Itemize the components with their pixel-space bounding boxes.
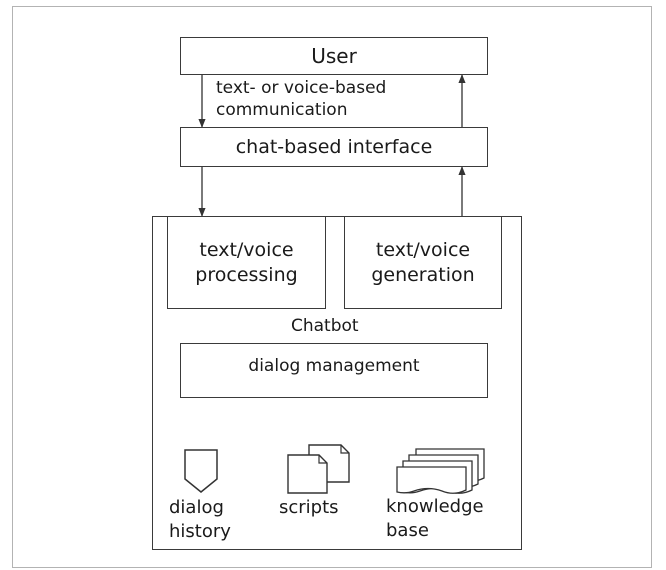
communication-label-line2: communication (216, 100, 348, 120)
generation-box: text/voice generation (344, 216, 502, 309)
dialog-history-label-line2: history (169, 521, 231, 542)
knowledge-base-icon (394, 446, 490, 496)
knowledge-base-label-line1: knowledge (386, 496, 484, 517)
processing-box: text/voice processing (167, 216, 326, 309)
figure-frame (12, 6, 652, 568)
scripts-label: scripts (279, 497, 339, 518)
dialog-management-box: dialog management (180, 343, 488, 398)
generation-label-line1: text/voice (375, 238, 471, 261)
chat-interface-box: chat-based interface (180, 127, 488, 167)
dialog-management-label: dialog management (248, 356, 420, 376)
dialog-history-icon (182, 447, 220, 495)
dialog-history-label-line1: dialog (169, 497, 224, 518)
knowledge-base-label-line2: base (386, 520, 429, 541)
chat-interface-label: chat-based interface (235, 136, 433, 158)
processing-label-line1: text/voice (199, 238, 294, 261)
user-box: User (180, 37, 488, 75)
communication-label-line1: text- or voice-based (216, 78, 387, 98)
scripts-icon (283, 442, 353, 496)
processing-label-line2: processing (195, 263, 298, 286)
user-label: User (311, 44, 357, 68)
chatbot-label: Chatbot (291, 316, 359, 336)
generation-label-line2: generation (371, 263, 475, 286)
